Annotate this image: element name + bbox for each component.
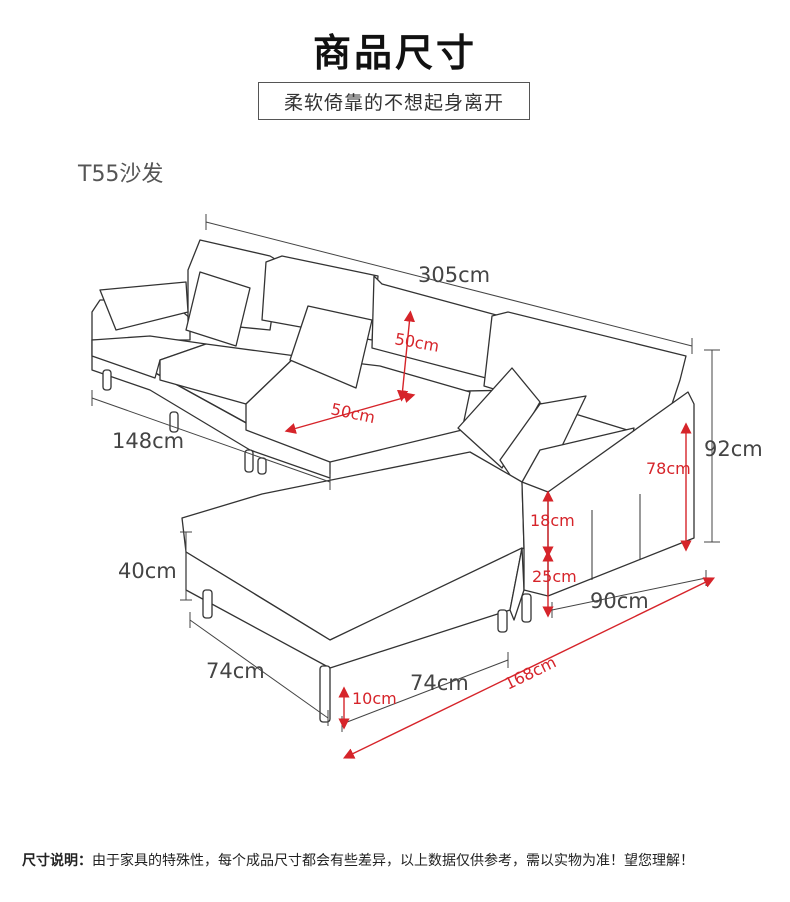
subtitle-box: 柔软倚靠的不想起身离开	[258, 82, 530, 120]
leg-4	[257, 457, 267, 475]
sofa-outline	[91, 239, 695, 723]
dim-chaise-length: 168cm	[501, 652, 559, 693]
pillow-3	[289, 305, 373, 389]
dim-chaise-width: 74cm	[206, 659, 265, 683]
note-label: 尺寸说明：	[22, 853, 92, 869]
leg-7	[497, 609, 508, 633]
dim-arm-height: 78cm	[646, 459, 691, 478]
pillow-2	[185, 271, 251, 347]
red-dimension-lines	[284, 310, 716, 759]
dim-seat-height: 40cm	[118, 559, 177, 583]
pillow-4	[457, 367, 541, 469]
dim-arm-inner-bottom: 25cm	[532, 567, 577, 586]
leg-6	[319, 665, 331, 723]
leg-5	[202, 589, 213, 619]
dim-leg-height: 10cm	[352, 689, 397, 708]
dimension-note: 尺寸说明：由于家具的特殊性，每个成品尺寸都会有些差异，以上数据仅供参考，需以实物…	[22, 850, 694, 870]
leg-1	[102, 369, 112, 391]
subtitle-text: 柔软倚靠的不想起身离开	[283, 91, 504, 114]
dim-total-length: 305cm	[418, 263, 490, 287]
dim-arm-inner-top: 18cm	[530, 511, 575, 530]
product-model: T55沙发	[78, 162, 164, 187]
leg-2	[169, 411, 179, 433]
pillow-1	[99, 281, 189, 331]
right-arm	[521, 391, 695, 597]
back-cushion-4	[483, 311, 687, 441]
note-text: 由于家具的特殊性，每个成品尺寸都会有些差异，以上数据仅供参考，需以实物为准！望您…	[92, 853, 694, 869]
leg-3	[244, 449, 254, 473]
dim-chaise-front: 74cm	[410, 671, 469, 695]
back-cushion-3	[371, 275, 501, 379]
dim-total-height: 92cm	[704, 437, 763, 461]
dim-arm-width: 90cm	[590, 589, 649, 613]
leg-8	[521, 593, 532, 623]
page-title: 商品尺寸	[312, 31, 477, 75]
dim-left-width: 148cm	[112, 429, 184, 453]
